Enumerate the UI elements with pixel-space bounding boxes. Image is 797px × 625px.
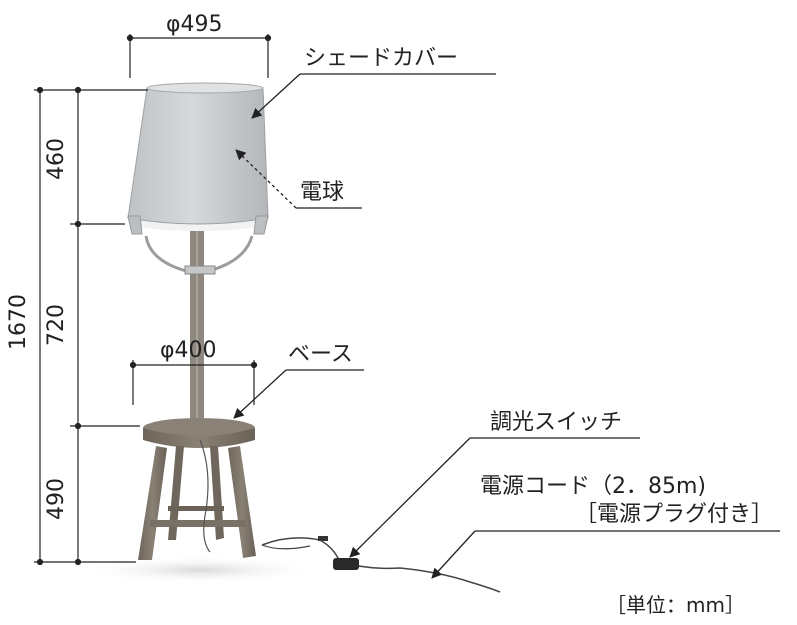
shade-cover-label: シェードカバー: [304, 46, 459, 71]
power-cord: [261, 537, 501, 593]
bulb-label: 電球: [300, 180, 345, 205]
stem-height-label: 720: [44, 304, 69, 346]
stool-leg-back-left: [168, 446, 184, 540]
lamp-shade: [127, 87, 269, 225]
shade-diameter-label: φ495: [166, 12, 223, 37]
bulb-socket: [184, 265, 216, 275]
base-label: ベース: [288, 342, 353, 367]
dimmer-switch-body: [333, 558, 359, 570]
total-height-label: 1670: [6, 294, 31, 350]
stool-leg-back-right: [210, 446, 224, 540]
stool-seat: [143, 428, 255, 448]
floor-shadow: [80, 556, 320, 584]
base-diameter-label: φ400: [160, 338, 217, 363]
dimmer-switch-label: 調光スイッチ: [490, 410, 623, 435]
power-cord-label: 電源コード（2．85m): [480, 474, 707, 499]
unit-note: ［単位：mm］: [606, 593, 745, 617]
power-plug-note: ［電源プラグ付き］: [575, 502, 774, 527]
dimension-lines: [34, 34, 272, 566]
leader-lines: [233, 73, 780, 579]
stool-leg-front-left: [138, 446, 167, 560]
base-height-label: 490: [44, 478, 69, 520]
shade-height-label: 460: [44, 138, 69, 180]
stool-seat-top: [143, 418, 255, 438]
stool-leg-front-right: [228, 446, 256, 558]
